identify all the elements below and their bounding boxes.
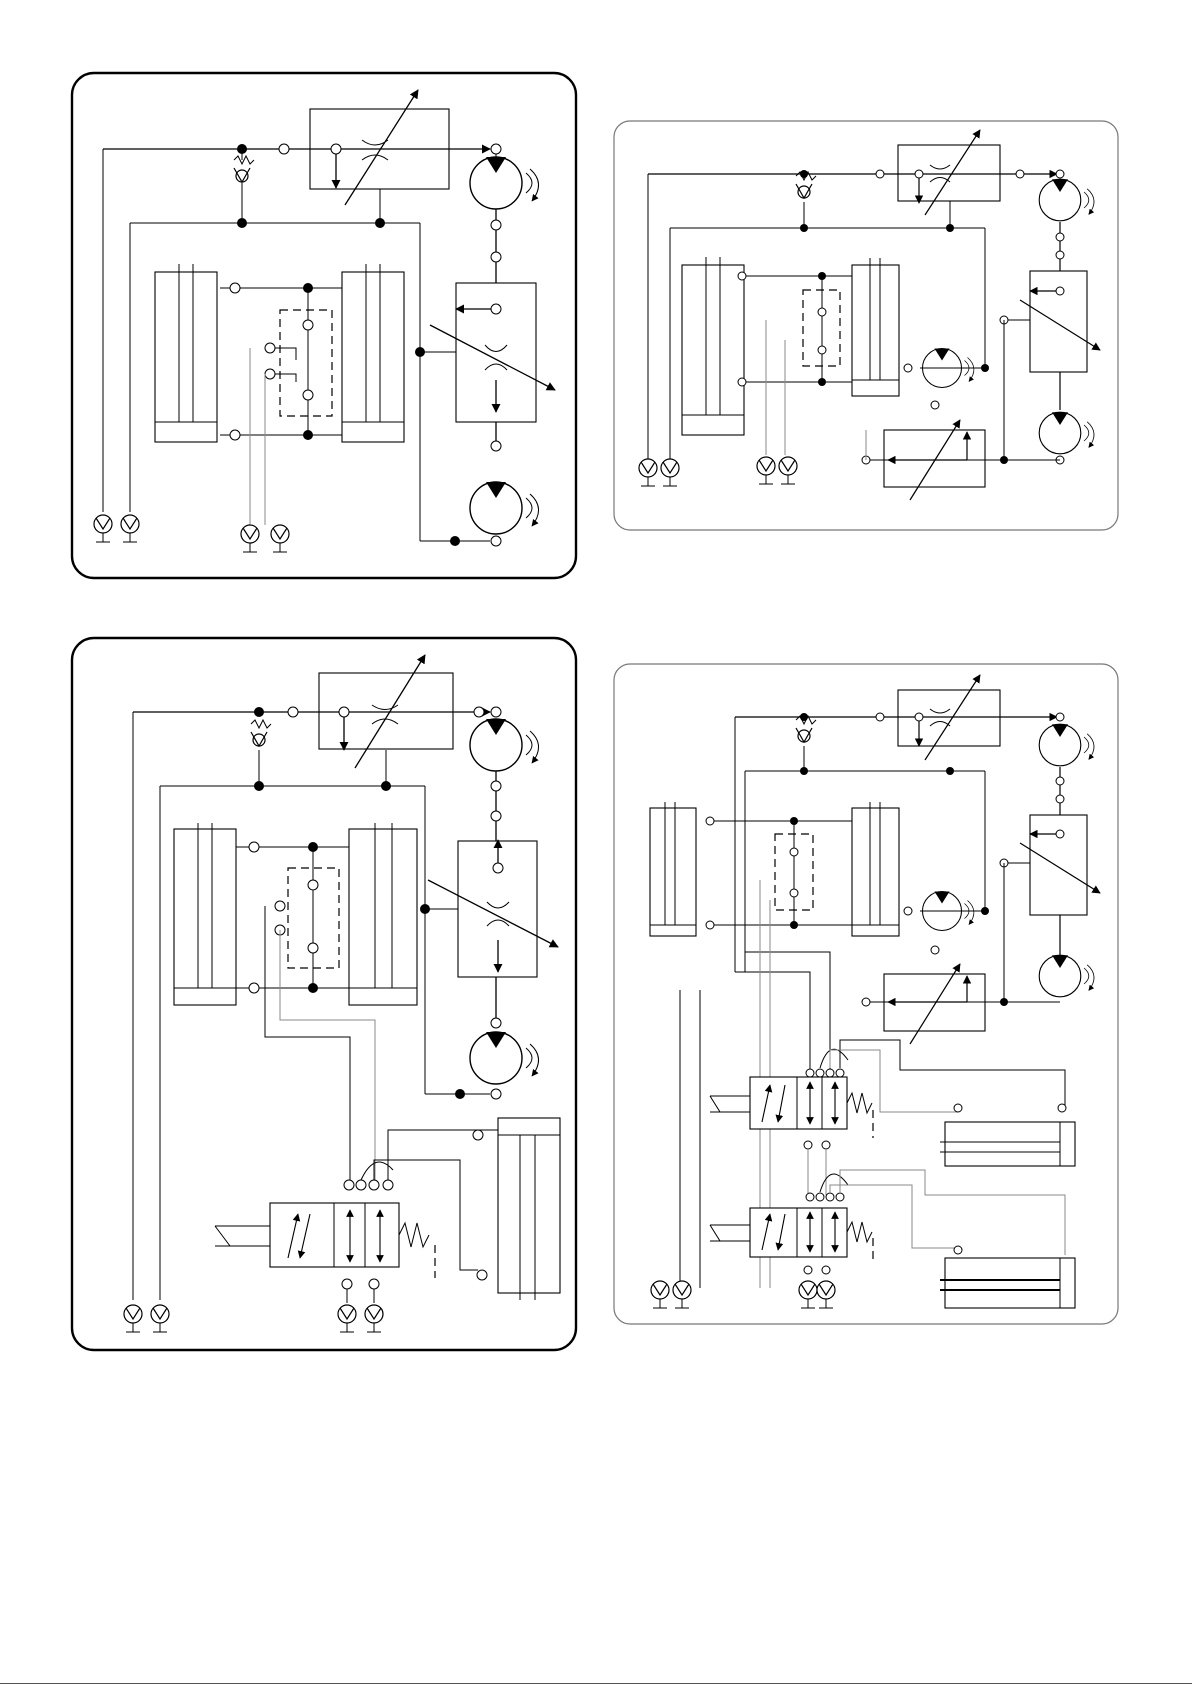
cylinder-icon (945, 1122, 1075, 1166)
tank-icon (799, 1281, 817, 1308)
pump-icon (470, 1032, 539, 1084)
flow-control-valve-icon (884, 964, 985, 1044)
cylinder-icon (650, 808, 696, 936)
cylinder-icon (349, 829, 417, 1005)
tank-icon (651, 1281, 669, 1308)
check-valve-icon (796, 716, 816, 742)
check-valve-icon (251, 720, 271, 746)
pump-icon (1039, 179, 1094, 221)
cylinder-icon (852, 265, 899, 396)
panel-top-left (72, 73, 576, 578)
cylinder-icon (945, 1258, 1075, 1308)
page-bottom-rule (0, 1683, 1192, 1684)
tank-icon (673, 1281, 691, 1308)
cylinder-icon (682, 257, 744, 435)
flow-control-valve-icon (1020, 815, 1100, 915)
tank-icon (779, 457, 797, 484)
tank-icon (338, 1305, 356, 1332)
cylinder-icon (155, 264, 217, 442)
directional-valve-icon (215, 1203, 435, 1278)
pump-icon (470, 482, 539, 534)
tank-icon (124, 1305, 142, 1332)
tank-icon (757, 457, 775, 484)
flow-control-valve-icon (898, 130, 1000, 215)
tank-icon (817, 1281, 835, 1308)
pump-icon (1039, 412, 1094, 454)
check-valve-icon (234, 156, 254, 182)
tank-icon (365, 1305, 383, 1332)
pump-icon (1039, 724, 1094, 766)
panel-bottom-right (614, 664, 1118, 1324)
tank-icon (241, 525, 259, 552)
directional-valve-icon (710, 1208, 873, 1262)
pump-icon (470, 719, 539, 771)
directional-valve-icon (710, 1077, 873, 1138)
tank-icon (271, 525, 289, 552)
cylinder-icon (174, 829, 236, 1005)
cylinder-icon (342, 264, 404, 442)
pump-icon (470, 157, 539, 209)
tank-icon (94, 515, 112, 542)
tank-icon (151, 1305, 169, 1332)
flow-control-valve-icon (1020, 271, 1100, 372)
tank-icon (661, 459, 679, 486)
tank-icon (121, 515, 139, 542)
tank-icon (639, 459, 657, 486)
cylinder-icon (852, 808, 899, 936)
pump-icon (1039, 955, 1094, 997)
panel-top-right (614, 121, 1118, 530)
cylinder-icon (498, 1118, 560, 1293)
check-valve-icon (796, 172, 816, 198)
panel-bottom-left (72, 638, 576, 1350)
